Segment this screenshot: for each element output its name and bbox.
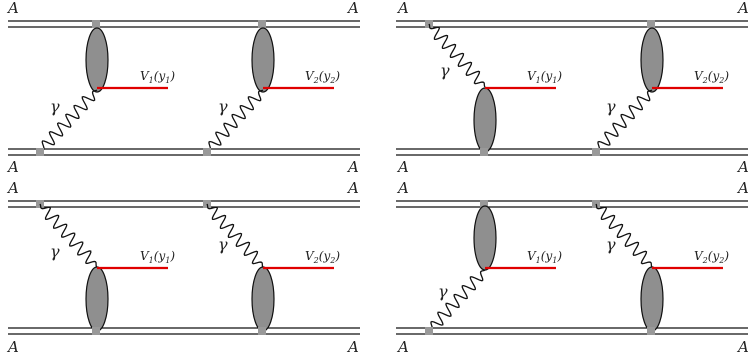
meson-label-v1: V1(y1) [140,69,175,85]
vertex-dot [647,20,655,28]
photon-label: γ [50,242,60,261]
photon-wavy-line [206,203,264,268]
photon-wavy-line [428,23,486,88]
photon-label: γ [440,61,450,80]
meson-label-v2: V2(y2) [694,69,729,85]
nucleus-label: A [346,338,359,356]
nucleus-label: A [736,158,748,176]
meson-label-v2: V2(y2) [305,249,340,265]
nucleus-label: A [396,158,409,176]
nucleus-label: A [396,338,409,356]
nucleus-label: A [6,338,19,356]
nucleus-label: A [736,338,748,356]
nucleus-label: A [396,0,409,17]
photon-label: γ [606,97,616,116]
pomeron-blob [473,87,497,153]
panel-bottom-right: A A A A V1(y1) γ γ V2(y2) [396,179,748,356]
meson-label-v1: V1(y1) [140,249,175,265]
nucleus-label: A [736,179,748,197]
photon-label: γ [50,97,60,116]
nucleus-label: A [6,0,19,17]
meson-label-v1: V1(y1) [527,249,562,265]
pomeron-blob [251,27,275,93]
photon-wavy-line [39,89,98,152]
meson-label-v2: V2(y2) [305,69,340,85]
meson-label-v1: V1(y1) [527,69,562,85]
vertex-dot [203,148,211,156]
vertex-dot [258,327,266,335]
meson-label-v2: V2(y2) [694,249,729,265]
panel-top-right: A A A A γ V1(y1) V2(y2) γ [396,0,748,176]
photon-wavy-line [39,203,98,268]
vertex-dot [258,20,266,28]
panel-top-left: A A A A V1(y1) γ V2(y2) γ [6,0,360,176]
pomeron-blob [251,266,275,332]
nucleus-label: A [346,0,359,17]
pomeron-blob [640,266,664,332]
vertex-dot [92,327,100,335]
vertex-dot [480,200,488,208]
photon-wavy-line [595,203,653,268]
nucleus-label: A [346,158,359,176]
vertex-dot [425,327,433,335]
photon-label: γ [606,235,616,254]
pomeron-blob [85,266,109,332]
pomeron-blob [85,27,109,93]
vertex-dot [480,148,488,156]
pomeron-blob [640,27,664,93]
photon-label: γ [218,97,228,116]
photon-wavy-line [206,89,264,152]
photon-wavy-line [595,89,653,152]
nucleus-label: A [6,179,19,197]
nucleus-label: A [6,158,19,176]
vertex-dot [647,327,655,335]
panel-bottom-left: A A A A γ V1(y1) γ V2(y2) [6,179,360,356]
nucleus-label: A [736,0,748,17]
photon-wavy-line [428,269,486,332]
vertex-dot [92,20,100,28]
nucleus-label: A [396,179,409,197]
photon-label: γ [218,235,228,254]
vertex-dot [592,148,600,156]
nucleus-label: A [346,179,359,197]
photon-label: γ [438,282,448,301]
vertex-dot [36,148,44,156]
pomeron-blob [473,205,497,271]
